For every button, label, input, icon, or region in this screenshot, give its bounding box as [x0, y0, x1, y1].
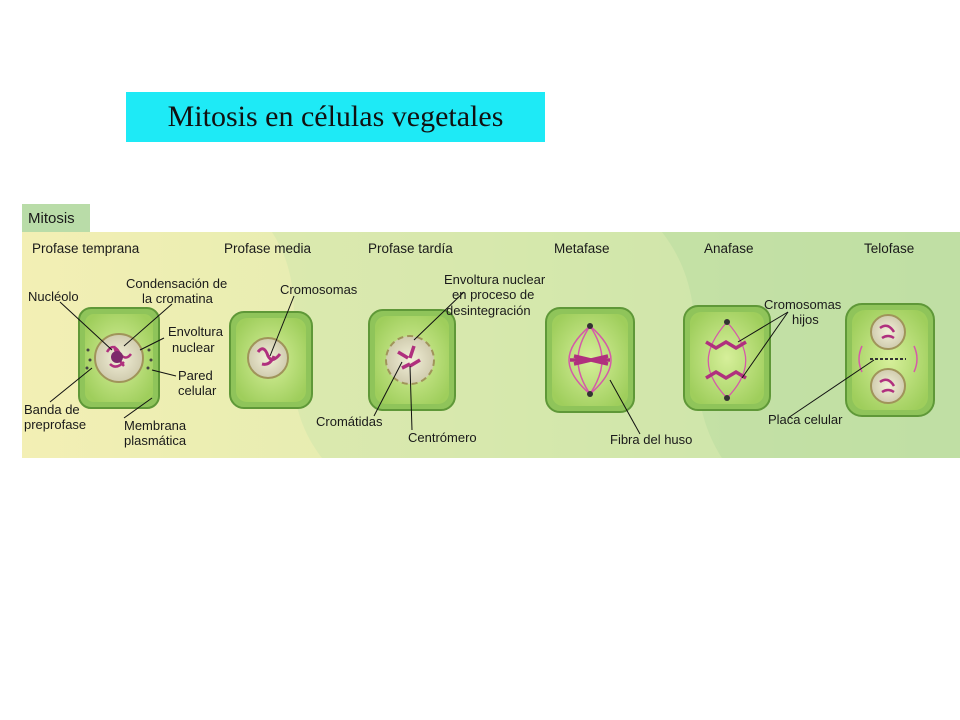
label-envoltura-1: Envoltura — [168, 324, 224, 339]
label-placa-celular: Placa celular — [768, 412, 843, 427]
header-tab — [22, 204, 90, 232]
cell-profase-media — [229, 311, 313, 409]
label-condensacion-2: la cromatina — [142, 291, 214, 306]
leader-lines — [49, 291, 875, 435]
stage-label: Metafase — [554, 241, 610, 256]
label-fibra-huso: Fibra del huso — [610, 432, 692, 447]
label-cromosomas-hijos-2: hijos — [792, 312, 819, 327]
header-bar — [22, 204, 960, 232]
stage-label: Anafase — [704, 241, 754, 256]
stage-label: Profase temprana — [32, 241, 140, 256]
cell-anafase — [683, 305, 771, 411]
cell-profase-tardia — [368, 309, 456, 411]
page-title: Mitosis en células vegetales — [167, 100, 504, 133]
label-pared-1: Pared — [178, 368, 213, 383]
label-membrana-2: plasmática — [124, 433, 187, 448]
label-envoltura-2: nuclear — [172, 340, 215, 355]
label-banda-1: Banda de — [24, 402, 80, 417]
cell-telofase — [845, 303, 935, 417]
stage-label: Profase tardía — [368, 241, 453, 256]
cell-metafase — [545, 307, 635, 413]
label-centromero: Centrómero — [408, 430, 477, 445]
label-cromosomas-hijos-1: Cromosomas — [764, 297, 842, 312]
label-cromatidas: Cromátidas — [316, 414, 383, 429]
label-cromosomas: Cromosomas — [280, 282, 358, 297]
label-envoltura-desintegracion-1: Envoltura nuclear — [444, 272, 546, 287]
stage-label: Telofase — [864, 241, 914, 256]
header-label: Mitosis — [28, 210, 75, 227]
label-condensacion-1: Condensación de — [126, 276, 227, 291]
title-box: Mitosis en células vegetales — [126, 92, 545, 142]
label-pared-2: celular — [178, 383, 217, 398]
stage-label: Profase media — [224, 241, 312, 256]
label-envoltura-desintegracion-3: desintegración — [446, 303, 531, 318]
label-nucleolo: Nucléolo — [28, 289, 79, 304]
mitosis-figure: Mitosis Profase temprana Profase media P… — [22, 200, 960, 458]
label-banda-2: preprofase — [24, 417, 86, 432]
label-membrana-1: Membrana — [124, 418, 187, 433]
cell-profase-temprana — [78, 307, 160, 409]
mitosis-diagram: Mitosis Profase temprana Profase media P… — [22, 204, 960, 458]
label-envoltura-desintegracion-2: en proceso de — [452, 287, 534, 302]
